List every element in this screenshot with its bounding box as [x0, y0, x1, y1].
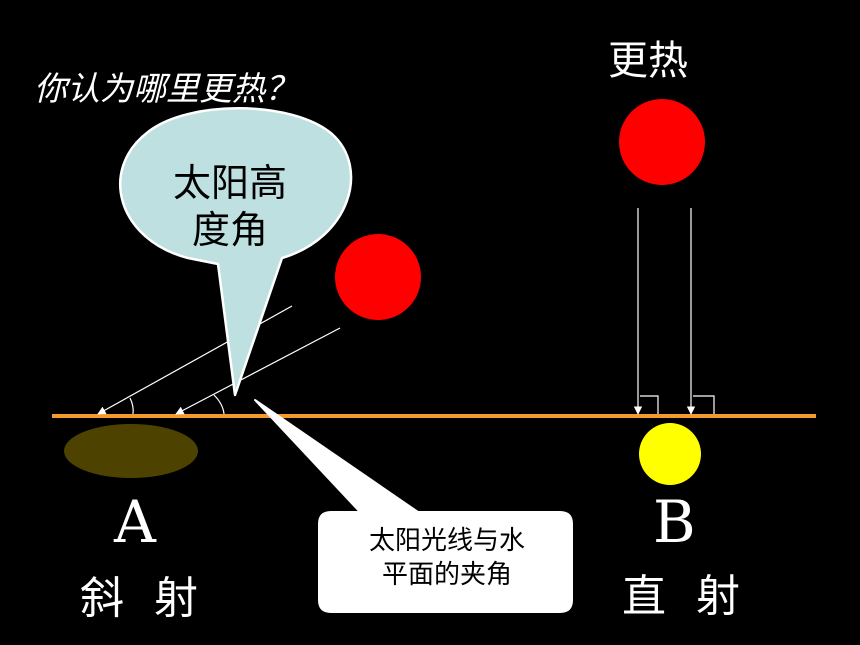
- spot-area-a: [64, 424, 198, 478]
- hotter-label: 更热: [608, 38, 688, 84]
- oblique-ray-2: [175, 327, 341, 415]
- point-a-letter: A: [114, 488, 156, 556]
- point-b-letter: B: [653, 488, 696, 556]
- speech-bubble: [119, 107, 353, 397]
- right-angle-mark-1: [640, 395, 659, 414]
- callout-line-1: 太阳光线与水: [368, 526, 525, 556]
- bubble-line-1: 太阳高: [172, 161, 287, 205]
- bubble-line-2: 度角: [191, 208, 268, 252]
- angle-arc-1: [129, 397, 134, 415]
- callout-line-2: 平面的夹角: [381, 560, 512, 590]
- sun-oblique: [335, 234, 421, 320]
- oblique-ray-1: [97, 305, 293, 415]
- spot-area-b: [639, 423, 701, 485]
- question-text: 你认为哪里更热？: [34, 69, 298, 108]
- callout-text: 太阳光线与水 平面的夹角: [330, 524, 564, 592]
- bubble-text: 太阳高 度角: [150, 160, 310, 254]
- point-b-caption: 直 射: [622, 571, 748, 622]
- callout-box: [254, 399, 573, 613]
- right-angle-mark-2: [693, 395, 715, 414]
- angle-arc-2: [213, 394, 225, 415]
- point-a-caption: 斜 射: [80, 573, 206, 624]
- sun-overhead: [619, 99, 705, 185]
